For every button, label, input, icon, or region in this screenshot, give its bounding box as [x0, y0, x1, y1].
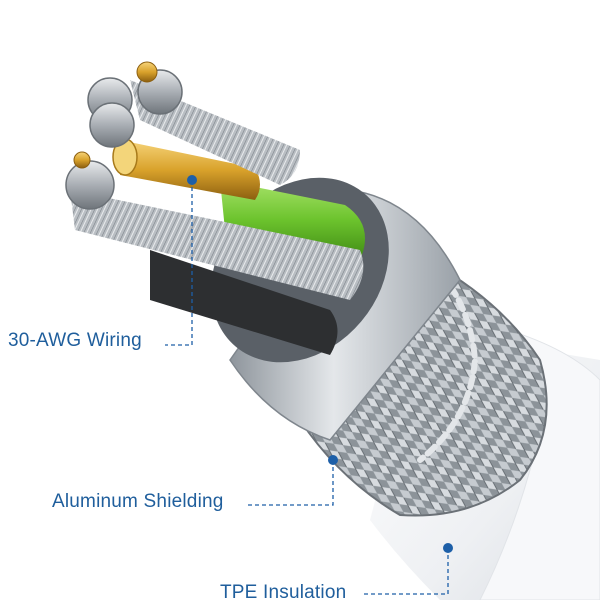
- stranded-bundle: [70, 190, 364, 300]
- insulation-label: TPE Insulation: [220, 582, 347, 600]
- strand-ends: [65, 61, 183, 210]
- wiring-leader-line: [165, 180, 193, 346]
- wiring-callout-dot: [187, 175, 197, 185]
- insulation-callout-dot: [443, 543, 453, 553]
- green-conductor: [220, 180, 365, 260]
- shielding-callout-dot: [328, 455, 338, 465]
- shielding-label: Aluminum Shielding: [52, 491, 224, 512]
- shielding-leader-line: [245, 460, 334, 506]
- black-conductor: [150, 250, 338, 355]
- wiring-label: 30-AWG Wiring: [8, 330, 142, 351]
- insulation-leader-line: [362, 548, 449, 595]
- gold-conductor: [120, 140, 260, 200]
